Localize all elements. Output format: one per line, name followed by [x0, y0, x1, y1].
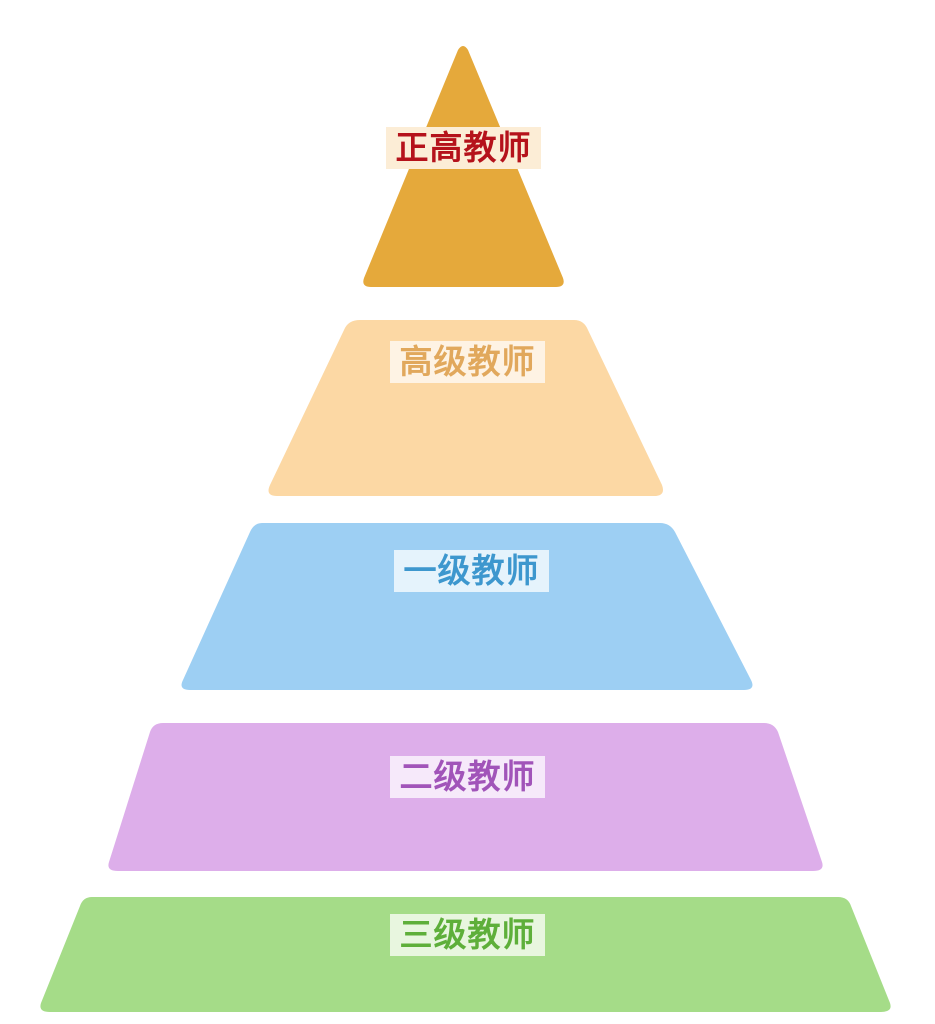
pyramid-tier-gaoji [268, 320, 663, 496]
pyramid-tier-yiji [181, 523, 753, 690]
tier-label-yiji: 一级教师 [394, 550, 549, 592]
tier-label-sanji: 三级教师 [390, 914, 545, 956]
tier-label-gaoji: 高级教师 [390, 341, 545, 383]
tier-label-zhenggao: 正高教师 [386, 127, 541, 169]
tier-label-erji: 二级教师 [390, 756, 545, 798]
